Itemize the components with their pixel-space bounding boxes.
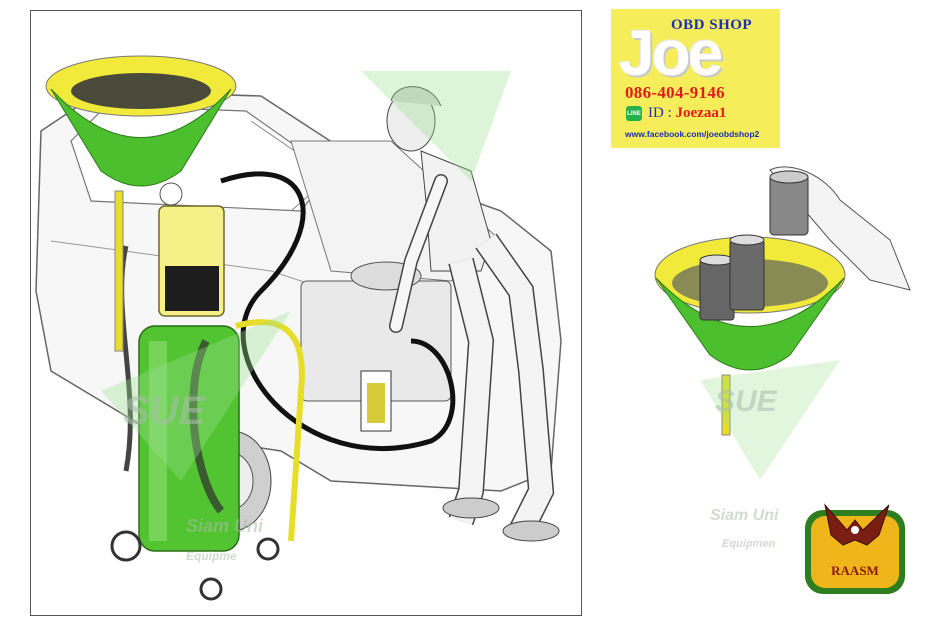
oil-drainer-scene (35, 55, 562, 601)
shop-card: Joe OBD SHOP 086-404-9146 LINE ID : Joez… (611, 9, 780, 148)
watermark-equipment: Equipme (186, 549, 237, 563)
watermark-equipment-2: Equipmen (722, 538, 776, 550)
funnel-filter-drawing (654, 166, 911, 480)
watermark-company: Siam Uni (186, 516, 264, 536)
raasm-text: RAASM (831, 563, 879, 578)
line-id: Joezaa1 (675, 105, 727, 121)
line-id-label: ID : (648, 105, 672, 121)
line-app-icon: LINE (626, 106, 642, 121)
phone-number: 086-404-9146 (625, 83, 725, 102)
facebook-link: www.facebook.com/joeobdshop2 (625, 129, 760, 139)
watermark-logo: SUE (123, 389, 206, 433)
funnel-detail-illustration: SUE Siam Uni Equipmen (640, 160, 940, 550)
raasm-eagle-logo: RAASM (805, 503, 905, 594)
brand-logo-text: Joe (619, 17, 723, 89)
watermark-company-2: Siam Uni (710, 507, 779, 524)
main-illustration: SUE Siam Uni Equipme (30, 10, 582, 616)
raasm-logo: RAASM (797, 490, 913, 600)
line-contact: LINE ID : Joezaa1 (626, 105, 726, 122)
shop-name: OBD SHOP (671, 17, 753, 33)
watermark-logo-2: SUE (715, 385, 777, 418)
